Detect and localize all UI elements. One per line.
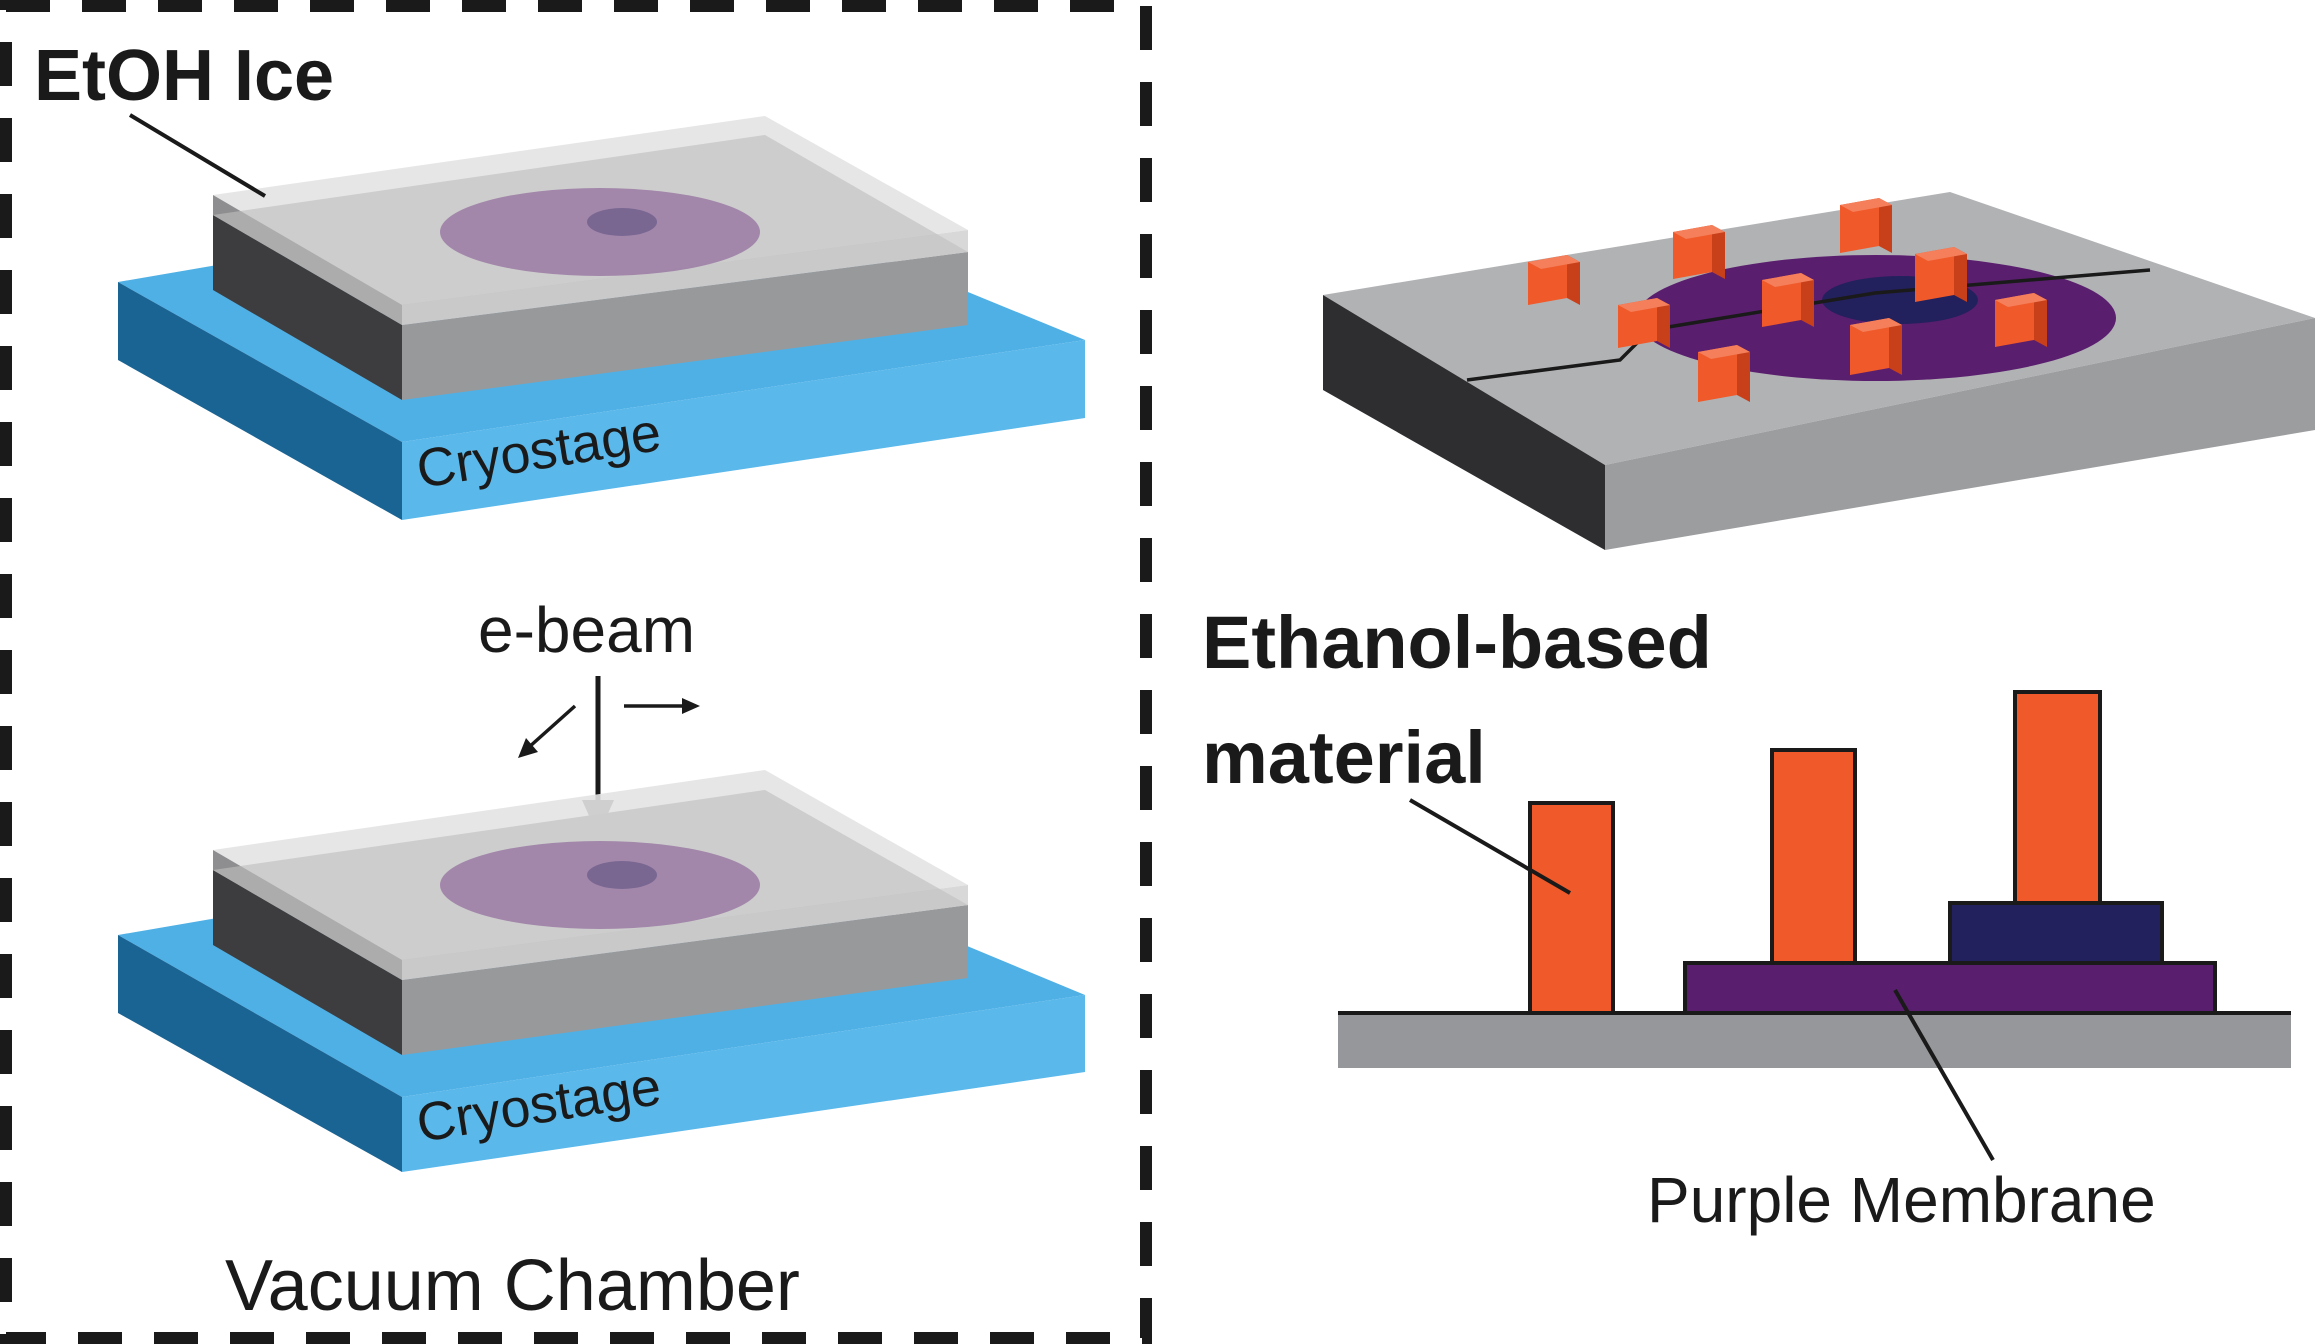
cryostage-front-face [402, 340, 1085, 520]
etoh-ice-leader-line [128, 113, 267, 198]
pillar [1762, 273, 1814, 327]
pillar [1995, 293, 2047, 347]
pillar [1850, 318, 1902, 375]
ethanol-material-label-line2: material [1202, 716, 1486, 799]
etoh-ice-label: EtOH Ice [34, 36, 334, 116]
cross-section-membrane-inner [1948, 901, 2164, 965]
purple-membrane-leader-line [1893, 989, 1995, 1161]
bottom-assembly: Cryostage [118, 770, 1085, 1172]
scatter-arrowhead-left [518, 738, 538, 758]
result-substrate-side-face [1323, 295, 1605, 550]
e-beam-label: e-beam [478, 594, 695, 666]
cross-section-membrane [1683, 961, 2217, 1015]
vacuum-chamber-panel [0, 0, 1152, 1344]
cryostage-bottom-side-face [118, 935, 402, 1172]
cross-section-pillar-middle [1770, 748, 1857, 965]
pillar [1840, 198, 1892, 253]
purple-membrane-label: Purple Membrane [1647, 1164, 2156, 1236]
substrate-bottom-side-face [213, 870, 402, 1055]
substrate-bottom-front-face [402, 905, 968, 1055]
scatter-arrow-left [526, 704, 577, 750]
pillar-array [1528, 198, 2047, 402]
cryostage-bottom-front-face [402, 995, 1085, 1172]
result-substrate-front-face [1605, 318, 2315, 550]
cryostage-side-face [118, 282, 402, 520]
patterned-substrate-3d [1323, 192, 2315, 550]
substrate-top [213, 116, 968, 400]
membrane-inner-patch [587, 208, 657, 236]
ethanol-material-label-line1: Ethanol-based [1202, 601, 1712, 684]
cross-section-substrate [1338, 1013, 2291, 1068]
ethanol-material-leader-line [1408, 798, 1572, 895]
pillar [1698, 345, 1750, 402]
top-assembly: EtOH Ice Cryostage [34, 36, 1085, 520]
scatter-arrowhead-right [682, 698, 700, 714]
substrate-side-face [213, 215, 402, 400]
pillar [1528, 255, 1580, 305]
substrate-front-face [402, 252, 968, 400]
cross-section-pillar-right [2013, 690, 2102, 905]
cross-section: Ethanol-based material Purple Membrane [1202, 601, 2291, 1236]
substrate-bottom [213, 770, 968, 1055]
vacuum-chamber-dashed-border [0, 0, 1152, 1344]
pillar [1915, 247, 1967, 302]
vacuum-chamber-label: Vacuum Chamber [225, 1246, 800, 1326]
pillar [1618, 298, 1670, 348]
cross-section-pillar-left [1528, 801, 1615, 1015]
membrane-inner-patch-bottom [587, 861, 657, 889]
pillar [1673, 225, 1725, 279]
